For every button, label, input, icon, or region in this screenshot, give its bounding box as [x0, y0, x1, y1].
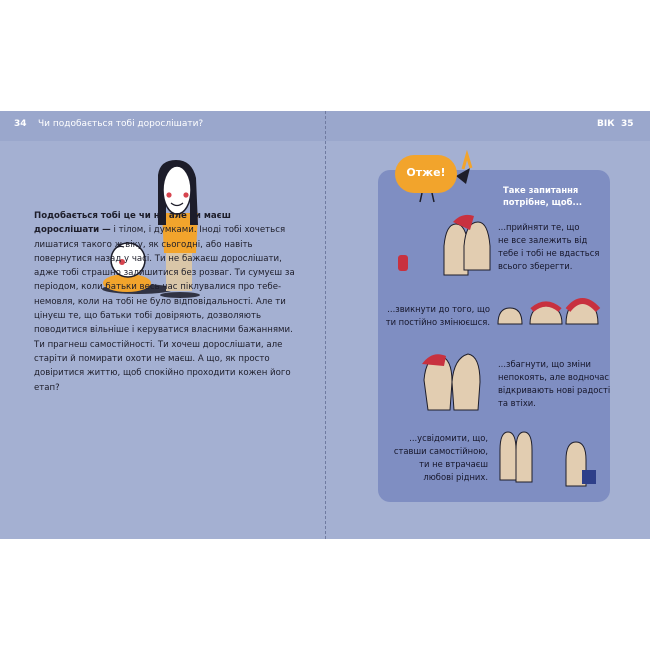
reason-line: ти не втрачаєш: [419, 459, 488, 469]
right-section-label: ВІК: [597, 119, 615, 129]
reason-line: ...збагнути, що зміни: [498, 359, 591, 369]
left-page-title: Чи подобається тобі дорослішати?: [38, 119, 204, 129]
reason-item-4: ...усвідомити, що, ставши самостійною, т…: [378, 432, 488, 484]
reason-item-3: ...збагнути, що зміни непокоять, але вод…: [498, 358, 610, 410]
reason-item-2: ...звикнути до того, що ти постійно змін…: [378, 303, 490, 329]
reason-line: ...прийняти те, що: [498, 222, 580, 232]
panel-title-line: потрібне, щоб...: [503, 197, 583, 207]
reason-line: ...усвідомити, що,: [409, 433, 488, 443]
reason-line: відкривають нові радості: [498, 385, 611, 395]
paragraph-lead: Подобається тобі це чи ні, але ти маєш д…: [34, 211, 231, 236]
reason-line: тебе і тобі не вдасться: [498, 248, 600, 258]
reason-line: любові рідних.: [423, 472, 488, 482]
right-page-number: 35: [621, 119, 634, 129]
paragraph-body: і тілом, і думками. Іноді тобі хочеться …: [34, 225, 295, 393]
reason-line: ставши самостійною,: [393, 446, 488, 456]
book-spread: 34 Чи подобається тобі дорослішати? ВІК …: [0, 111, 650, 539]
book-spine: [325, 111, 326, 539]
main-paragraph: Подобається тобі це чи ні, але ти маєш д…: [34, 209, 296, 395]
left-page-number: 34: [14, 119, 27, 129]
speech-bubble: Отже!: [395, 155, 457, 193]
reason-line: всього зберегти.: [498, 261, 573, 271]
bubble-text: Отже!: [406, 166, 446, 179]
reason-line: не все залежить від: [498, 235, 588, 245]
reason-line: ...звикнути до того, що: [387, 304, 490, 314]
reason-line: ти постійно змінюєшся.: [385, 317, 490, 327]
reason-item-1: ...прийняти те, що не все залежить від т…: [498, 221, 599, 273]
panel-title-line: Таке запитання: [503, 185, 579, 195]
panel-title: Таке запитання потрібне, щоб...: [503, 184, 582, 208]
reason-line: та втіхи.: [498, 398, 536, 408]
reason-line: непокоять, але водночас: [498, 372, 610, 382]
